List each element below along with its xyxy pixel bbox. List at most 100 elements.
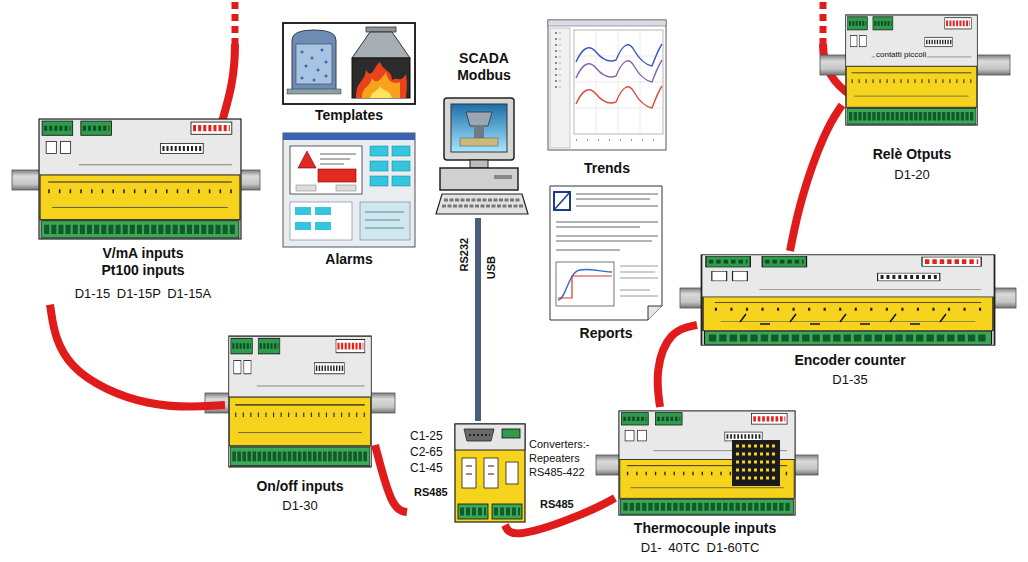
alarms-screenshot xyxy=(318,169,356,182)
bus-continuation xyxy=(222,44,235,122)
converter-module xyxy=(494,508,520,516)
trends-window xyxy=(574,30,663,134)
encoder-symbols xyxy=(740,314,946,324)
converter-module xyxy=(492,504,522,519)
alarms-screenshot xyxy=(370,146,388,156)
serial-cable xyxy=(475,218,481,421)
io-module: Thermocouple inputsD1- 40TC D1-60TC xyxy=(615,407,799,559)
io-module xyxy=(39,119,241,239)
computer xyxy=(444,98,514,160)
alarms-screenshot xyxy=(370,161,388,171)
encoder-symbols xyxy=(740,314,946,322)
report-document xyxy=(550,186,662,320)
alarms-screenshot xyxy=(295,207,331,230)
io-module xyxy=(619,411,795,515)
alarms-screenshot xyxy=(315,222,331,230)
node-heading: Encoder counter xyxy=(794,352,905,369)
trends-window xyxy=(550,28,570,148)
node-heading: SCADA Modbus xyxy=(451,50,517,84)
trends-window xyxy=(576,60,662,82)
computer xyxy=(444,199,521,202)
converter-module xyxy=(458,504,488,519)
alarms-screenshot xyxy=(315,207,331,215)
alarms-screenshot xyxy=(370,176,388,186)
node-heading: Reports xyxy=(580,325,633,342)
node-heading: Trends xyxy=(584,160,630,177)
converter-module xyxy=(455,424,525,450)
port-label: RS232 xyxy=(458,238,471,272)
rs485-bus xyxy=(50,305,225,407)
converter-module xyxy=(455,424,525,522)
trends-window xyxy=(574,30,663,134)
report-document xyxy=(558,276,612,298)
alarms-screenshot xyxy=(290,146,362,194)
bus-continuation xyxy=(820,2,827,44)
templates-picture xyxy=(296,44,332,84)
computer xyxy=(451,104,507,152)
templates-picture xyxy=(283,23,415,104)
trends-window xyxy=(548,20,666,26)
alarms-screenshot xyxy=(360,202,410,240)
converter-module xyxy=(469,434,490,436)
alarms-screenshot xyxy=(370,146,410,186)
alarms-screenshot xyxy=(298,151,316,168)
io-module xyxy=(846,15,978,125)
node-heading: Relè Otputs xyxy=(873,146,952,163)
io-module: Encoder counterD1-35 xyxy=(697,251,999,391)
node-heading: C1-25 C2-65 C1-45 xyxy=(410,428,452,476)
computer xyxy=(440,168,518,190)
templates-picture xyxy=(305,65,308,68)
trends-window xyxy=(555,32,557,92)
alarms-screenshot xyxy=(365,212,404,228)
computer xyxy=(466,112,492,126)
trends-window xyxy=(576,44,662,66)
converter-module xyxy=(484,458,498,488)
alarms-screenshot xyxy=(295,222,311,230)
templates-picture xyxy=(317,69,320,72)
node-heading: V/mA inputs Pt100 inputs xyxy=(87,245,199,279)
alarms-screenshot xyxy=(295,207,311,215)
rs485-bus xyxy=(375,445,407,512)
computer xyxy=(494,175,512,179)
bus-continuation xyxy=(232,2,239,44)
converter-module xyxy=(460,508,486,516)
rs485-bus xyxy=(505,498,615,533)
converter-module xyxy=(506,462,518,484)
alarms-screenshot xyxy=(283,133,415,247)
io-module: V/mA inputs Pt100 inputsD1-15 D1-15P D1-… xyxy=(35,115,245,305)
templates-picture xyxy=(325,75,328,78)
report-document xyxy=(556,262,614,306)
alarms-screenshot xyxy=(283,133,415,247)
io-module xyxy=(701,255,994,345)
report-document xyxy=(648,306,662,320)
computer xyxy=(436,98,528,214)
converter-module xyxy=(466,466,494,474)
alarms-screenshot xyxy=(290,202,352,240)
templates-picture xyxy=(301,49,328,82)
templates-picture xyxy=(362,72,400,98)
computer-node: SCADA Modbus xyxy=(433,47,533,218)
report-document xyxy=(550,186,662,320)
bus-label: RS485 xyxy=(412,486,450,499)
templates-picture xyxy=(352,32,410,58)
templates-picture xyxy=(301,51,304,54)
templates-picture xyxy=(287,89,341,94)
encoder-symbols xyxy=(760,323,920,325)
report-document xyxy=(554,192,570,210)
computer xyxy=(460,138,498,146)
templates-picture xyxy=(325,61,328,64)
templates-picture xyxy=(301,77,304,80)
trends-window xyxy=(548,20,666,150)
alarms-screenshot xyxy=(296,185,316,191)
trends-window xyxy=(576,139,662,141)
alarms-screenshot xyxy=(336,185,356,191)
templates-picture xyxy=(292,30,336,90)
io-module xyxy=(229,336,372,467)
connectors xyxy=(50,105,842,533)
templates-picture xyxy=(321,49,324,52)
converter-module xyxy=(502,429,520,438)
screen-picture: Trends xyxy=(545,17,669,180)
